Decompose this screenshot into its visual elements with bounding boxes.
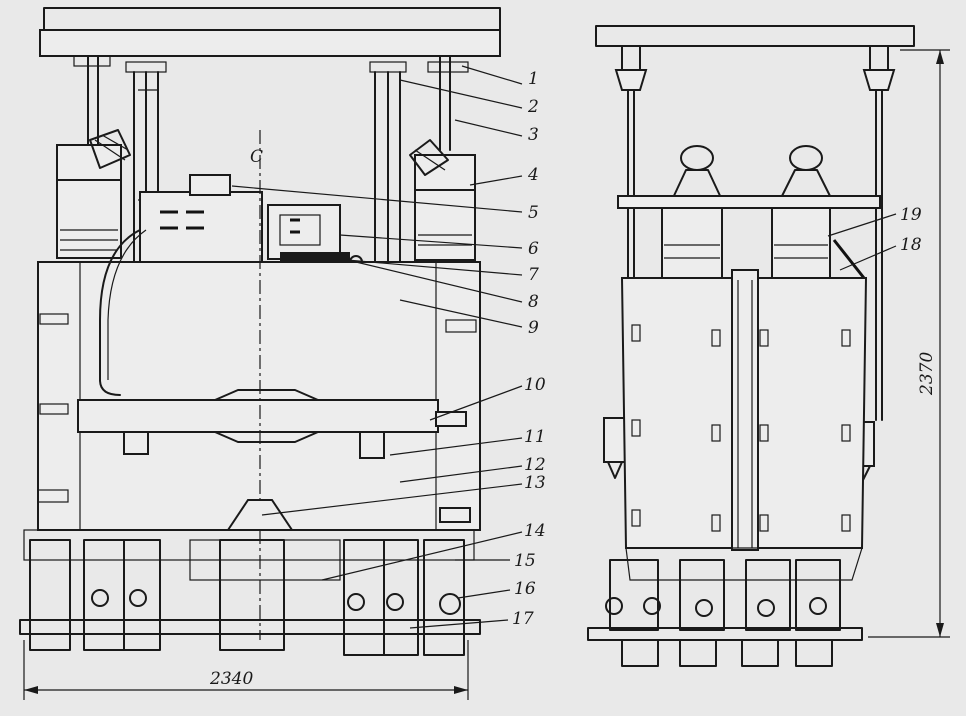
right-bushing-assembly: [409, 139, 476, 261]
label-7: 7: [528, 265, 539, 285]
label-8: 8: [528, 292, 539, 312]
front-view: C: [19, 7, 546, 700]
upper-bushings: [661, 207, 866, 281]
label-10: 10: [524, 375, 546, 395]
height-dimension-label: 2370: [917, 352, 937, 396]
crossbar: [77, 389, 467, 459]
label-1: 1: [528, 69, 539, 89]
label-17: 17: [512, 609, 534, 629]
label-4: 4: [527, 165, 539, 185]
label-5: 5: [528, 203, 539, 223]
label-14: 14: [524, 521, 546, 541]
actuator-housing: [139, 174, 363, 271]
bottom-pole-units-right: [605, 547, 863, 667]
label-2: 2: [527, 97, 539, 117]
label-3: 3: [528, 125, 539, 145]
ceiling-slab-left: [43, 7, 501, 31]
main-body-left: [37, 229, 481, 531]
side-fittings-left: [37, 313, 477, 523]
label-11: 11: [524, 427, 546, 447]
leader-lines: [231, 65, 523, 629]
hanger-rods-left: [73, 55, 469, 151]
floor-left: [19, 619, 481, 635]
left-bushing-assembly: [56, 129, 131, 259]
side-view: 2370 19 18: [587, 25, 950, 667]
label-19: 19: [900, 205, 922, 225]
centerline-symbol: C: [250, 147, 263, 167]
width-dimension: 2340: [23, 640, 469, 700]
width-dimension-label: 2340: [209, 669, 253, 689]
label-6: 6: [528, 239, 539, 259]
height-dimension: 2370: [868, 49, 950, 638]
part-labels: 1 2 3 4 5 6 7 8 9 10 11 12 13 14 15 16 1…: [512, 69, 546, 629]
ceiling-slab-right: [595, 25, 915, 47]
label-15: 15: [514, 551, 536, 571]
label-16: 16: [514, 579, 536, 599]
cabinet: [620, 269, 868, 551]
bottom-pole-units-left: [23, 499, 475, 656]
label-9: 9: [528, 318, 539, 338]
upper-frame: [617, 195, 881, 209]
centerline: C: [250, 130, 263, 640]
label-13: 13: [524, 473, 546, 493]
top-insulators: [671, 145, 833, 201]
label-18: 18: [900, 235, 922, 255]
label-12: 12: [524, 455, 546, 475]
floor-right: [587, 627, 863, 641]
ceiling-beam-left: [39, 29, 501, 57]
